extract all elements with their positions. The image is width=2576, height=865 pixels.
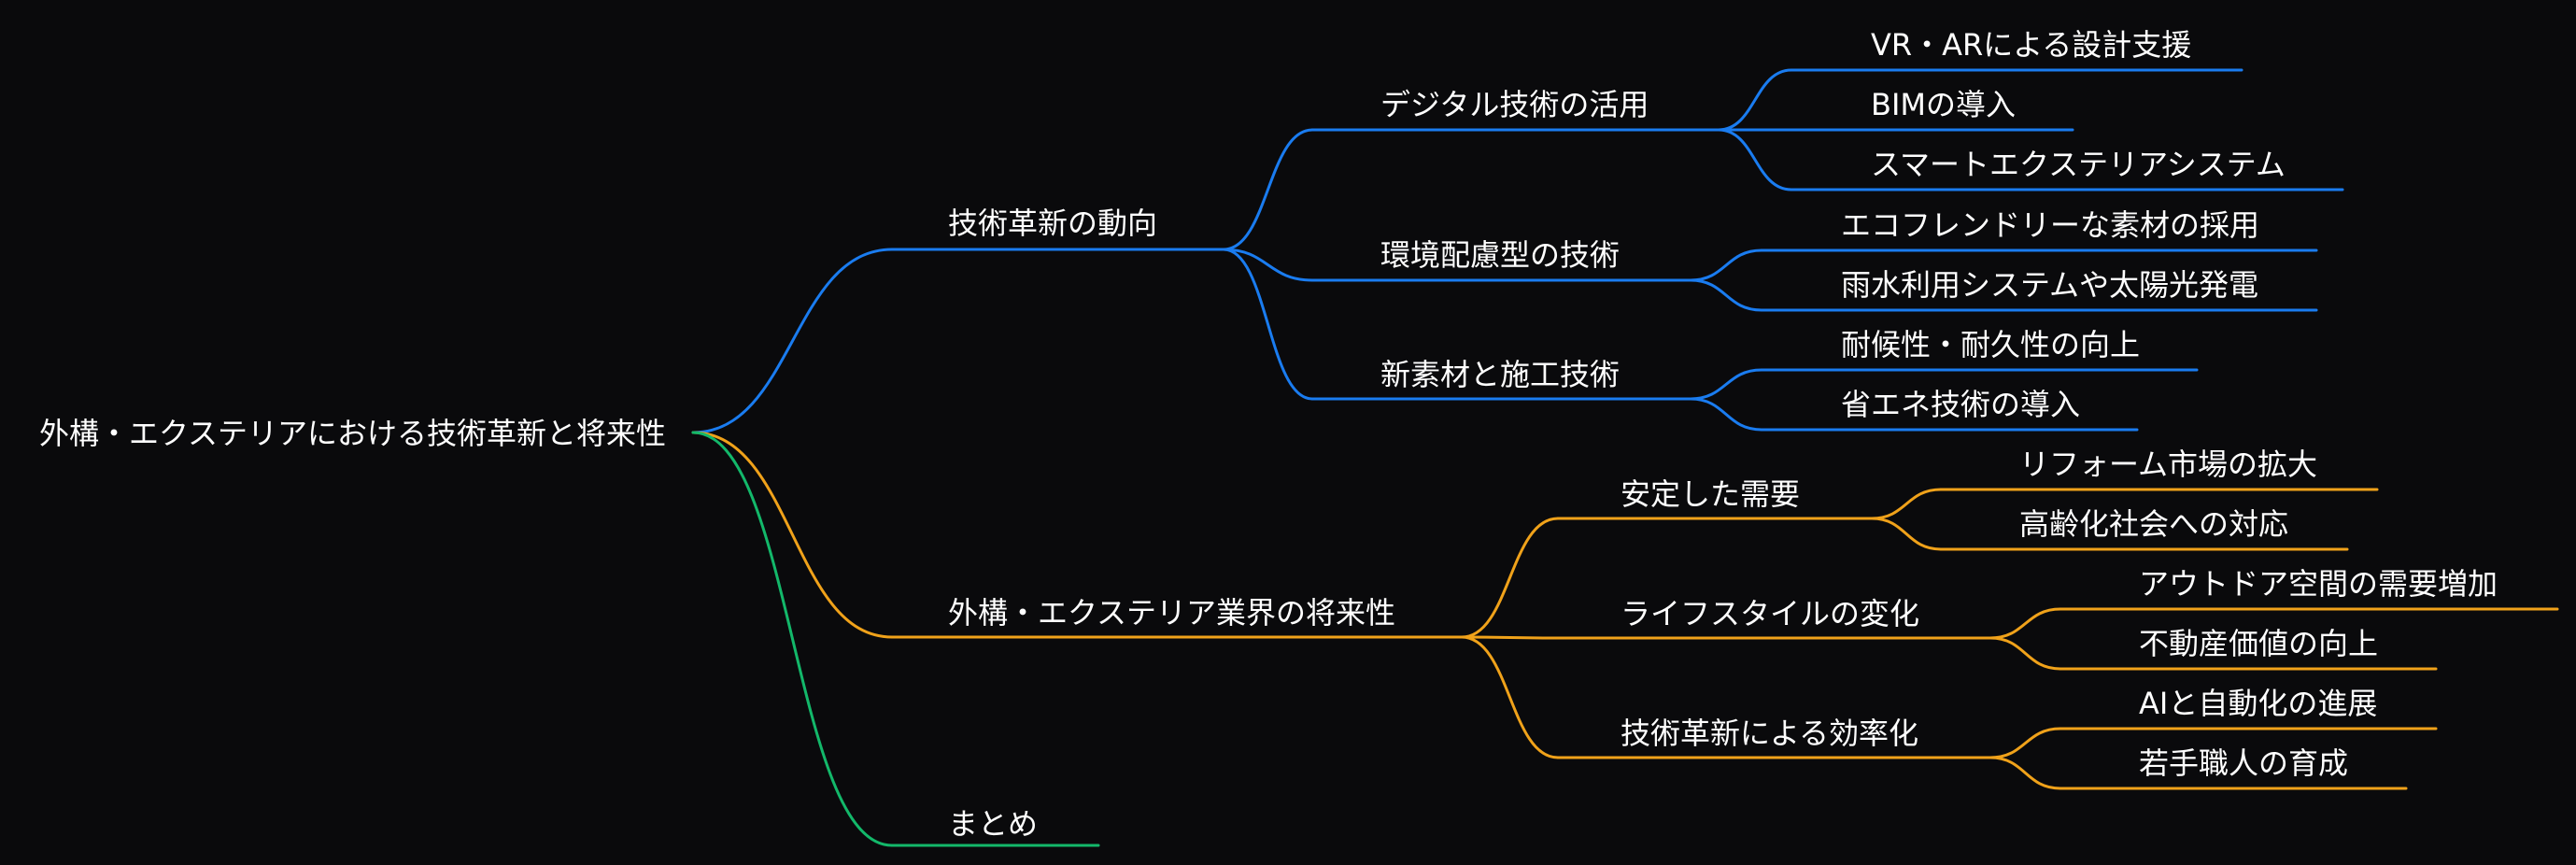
mindmap-edges xyxy=(691,68,2559,847)
leaf-topic[interactable]: VR・ARによる設計支援 xyxy=(1871,27,2191,63)
subtopic-connector xyxy=(1460,635,1560,759)
subtopic-connector xyxy=(1460,635,1560,640)
subtopic[interactable]: デジタル技術の活用 xyxy=(1380,87,1649,122)
leaf-connector xyxy=(1989,756,2062,790)
branch-connector xyxy=(691,248,894,434)
leaf-topic[interactable]: エコフレンドリーな素材の採用 xyxy=(1841,207,2259,243)
leaf-topic[interactable]: 省エネ技術の導入 xyxy=(1841,387,2080,422)
leaf-topic[interactable]: アウトドア空間の需要増加 xyxy=(2139,566,2498,602)
leaf-topic[interactable]: 耐候性・耐久性の向上 xyxy=(1841,327,2140,362)
branch-topic[interactable]: まとめ xyxy=(948,806,1038,842)
leaf-topic[interactable]: 若手職人の育成 xyxy=(2139,745,2348,781)
leaf-connector xyxy=(1989,727,2062,759)
leaf-topic[interactable]: 不動産価値の向上 xyxy=(2139,626,2378,661)
leaf-connector xyxy=(1989,636,2062,671)
branch-connector xyxy=(691,431,894,639)
subtopic[interactable]: 環境配慮型の技術 xyxy=(1380,237,1620,273)
leaf-topic[interactable]: スマートエクステリアシステム xyxy=(1871,147,2286,182)
branch-connector xyxy=(691,431,894,847)
leaf-connector xyxy=(1870,517,1943,551)
subtopic[interactable]: 安定した需要 xyxy=(1621,476,1800,512)
branch-topic[interactable]: 外構・エクステリア業界の将来性 xyxy=(948,595,1395,631)
subtopic[interactable]: 技術革新による効率化 xyxy=(1621,716,1918,751)
subtopic-connector xyxy=(1222,248,1314,282)
leaf-connector xyxy=(1689,248,1763,282)
leaf-topic[interactable]: AIと自動化の進展 xyxy=(2139,686,2377,721)
leaf-connector xyxy=(1717,128,1793,191)
leaf-connector xyxy=(1717,68,1793,132)
subtopic-connector xyxy=(1222,128,1314,251)
leaf-connector xyxy=(1989,607,2062,640)
leaf-topic[interactable]: 雨水利用システムや太陽光発電 xyxy=(1841,267,2258,303)
subtopic[interactable]: 新素材と施工技術 xyxy=(1380,357,1620,392)
branch-topic[interactable]: 技術革新の動向 xyxy=(948,206,1157,241)
subtopic-connector xyxy=(1222,248,1314,401)
leaf-topic[interactable]: リフォーム市場の拡大 xyxy=(2019,447,2317,482)
leaf-connector xyxy=(1689,397,1763,432)
leaf-topic[interactable]: BIMの導入 xyxy=(1871,87,2016,122)
mindmap-nodes: 外構・エクステリアにおける技術革新と将来性 技術革新の動向 デジタル技術の活用 VR… xyxy=(39,27,2498,842)
leaf-connector xyxy=(1870,488,1943,520)
root-topic[interactable]: 外構・エクステリアにおける技術革新と将来性 xyxy=(39,416,666,451)
leaf-topic[interactable]: 高齢化社会への対応 xyxy=(2019,506,2288,542)
subtopic[interactable]: ライフスタイルの変化 xyxy=(1621,596,1919,631)
leaf-connector xyxy=(1689,368,1763,401)
subtopic-connector xyxy=(1460,517,1560,639)
leaf-connector xyxy=(1689,278,1763,312)
